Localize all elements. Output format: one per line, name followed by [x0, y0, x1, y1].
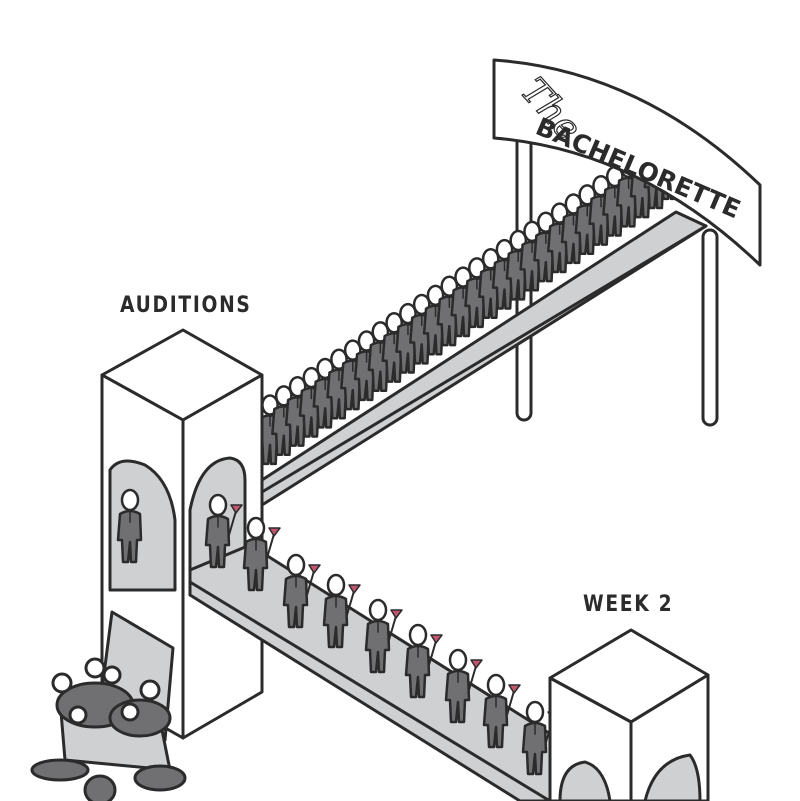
contestant — [444, 648, 483, 724]
contestant — [116, 488, 143, 564]
week2-tower — [548, 628, 710, 801]
contestant — [482, 673, 521, 749]
week2-label: WEEK 2 — [583, 592, 674, 617]
contestant — [282, 553, 321, 629]
bachelorette-sign — [492, 58, 762, 267]
contestant — [204, 493, 243, 569]
reject-bin — [30, 610, 187, 801]
contestant — [271, 385, 296, 457]
contestant — [404, 623, 443, 699]
upper-contestant-line — [257, 129, 682, 466]
contestant — [322, 573, 361, 649]
auditions-label: AUDITIONS — [120, 293, 252, 318]
contestant — [364, 598, 403, 674]
contestant — [242, 516, 281, 592]
